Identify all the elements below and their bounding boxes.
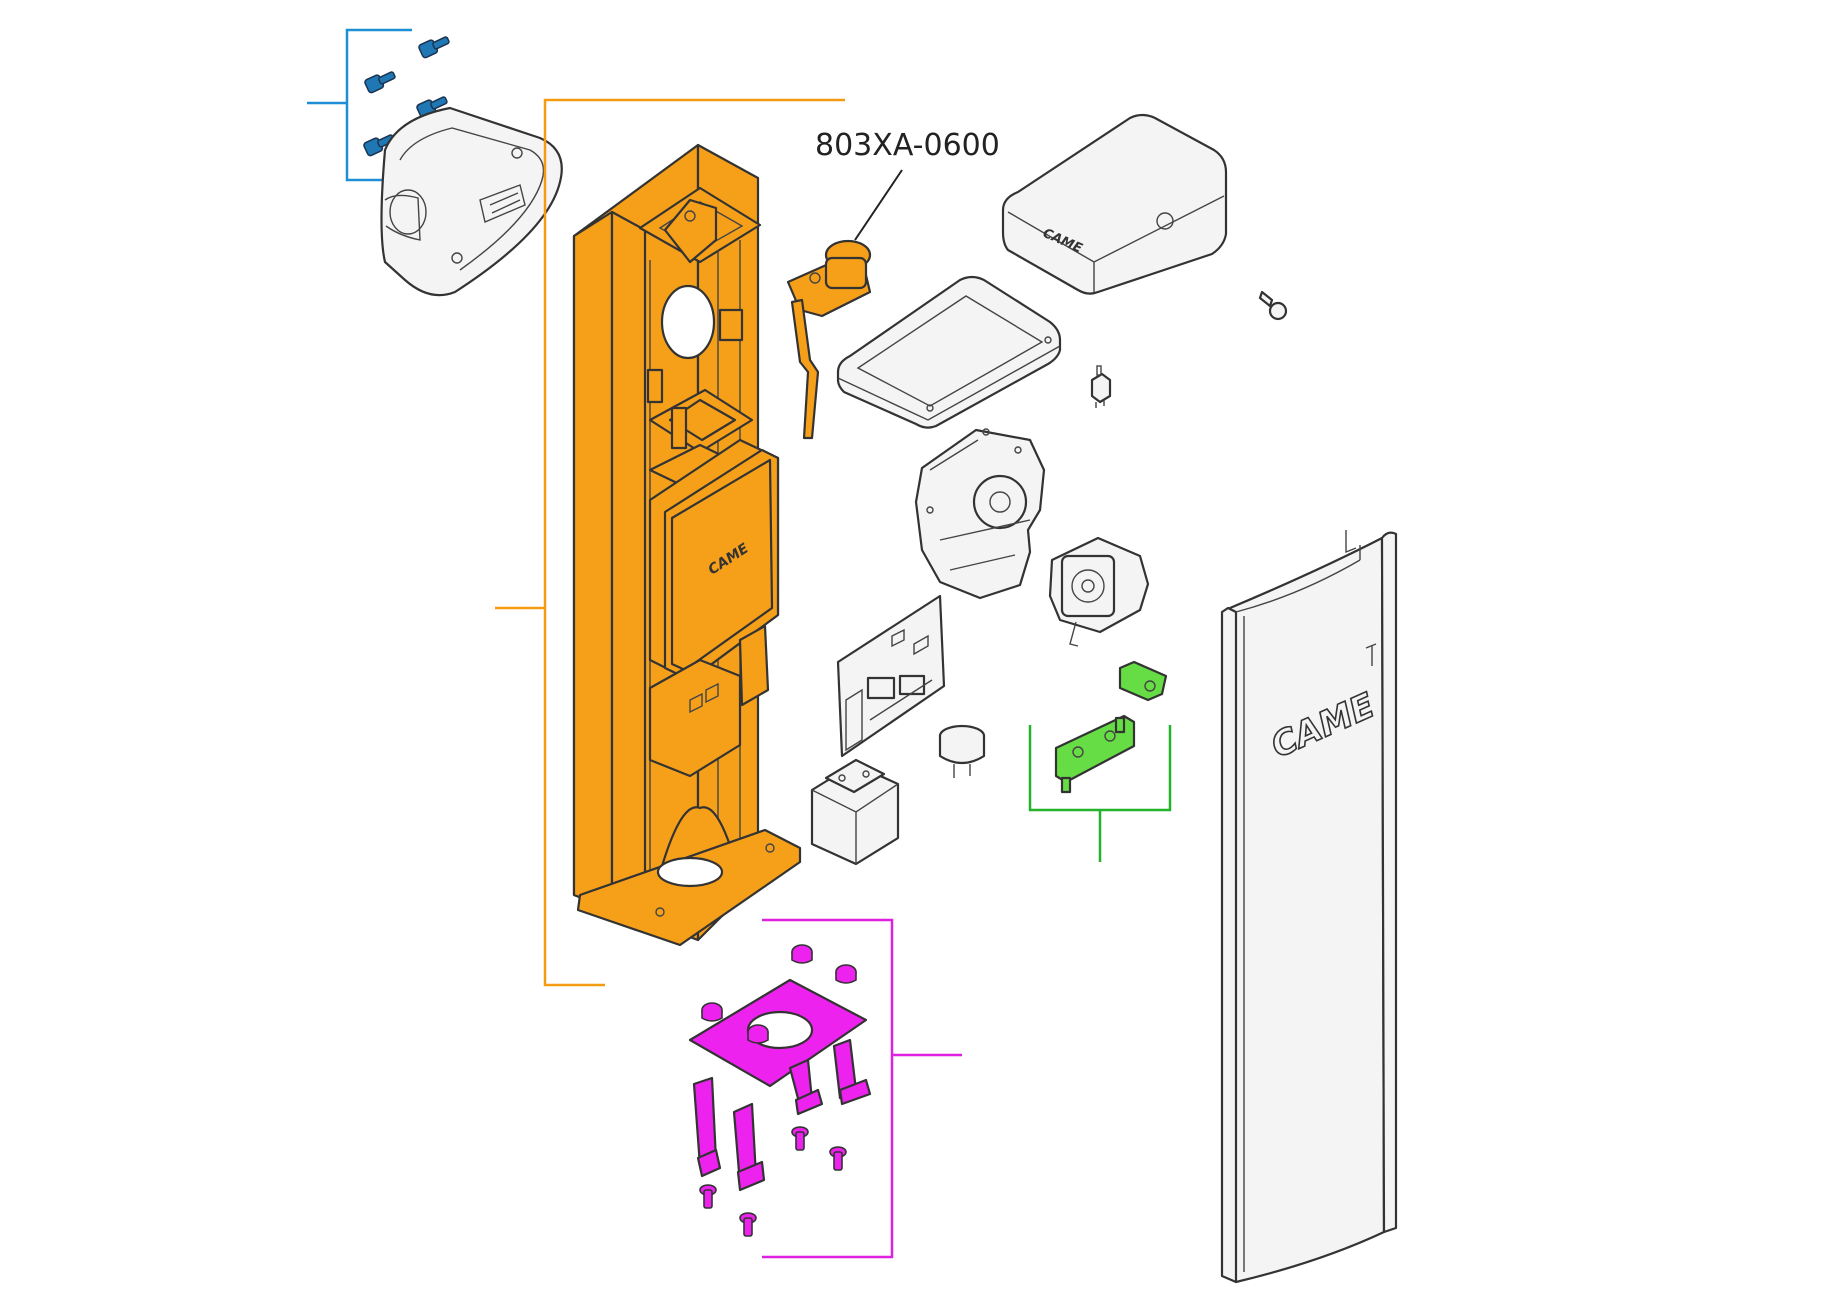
upright-group: CAME (495, 98, 845, 987)
top-cap (380, 106, 563, 297)
cover-seal-frame (836, 275, 1062, 429)
bolt-icon (791, 1126, 809, 1151)
key-icon (1258, 290, 1288, 321)
release-cam (1118, 660, 1168, 702)
base-plate-group (688, 918, 962, 1259)
front-panel: CAME (1220, 530, 1398, 1284)
anchor-leg (832, 1038, 872, 1106)
nut-icon (791, 944, 813, 964)
control-board (836, 594, 946, 758)
bolt-icon (739, 1212, 757, 1237)
base-plate-group-bracket (762, 918, 962, 1259)
release-group (1028, 660, 1172, 862)
nut-icon (701, 1002, 723, 1022)
part-number-label: 803XA-0600 (815, 128, 1000, 163)
anchor-leg (788, 1058, 824, 1116)
anchor-leg (732, 1102, 766, 1192)
release-plate (1054, 714, 1136, 794)
transformer (810, 758, 900, 866)
anchor-leg (692, 1076, 722, 1178)
bolt-icon (829, 1146, 847, 1171)
screw-icon (418, 36, 450, 59)
upright-group-bracket (495, 98, 845, 987)
gearmotor (914, 428, 1046, 600)
release-mechanism (786, 239, 872, 440)
nut-icon (747, 1024, 769, 1044)
screws-group-bracket (307, 28, 412, 182)
part-number-leader (854, 169, 903, 241)
screws-group (307, 28, 450, 182)
electric-motor (1048, 536, 1150, 647)
release-group-bracket (1028, 725, 1172, 862)
microswitch (1090, 365, 1112, 408)
bolt-icon (699, 1184, 717, 1209)
control-box: CAME (648, 438, 780, 682)
barrier-upright: CAME (572, 143, 802, 947)
release-lever-part: 803XA-0600 (786, 128, 1000, 440)
screw-icon (364, 71, 396, 94)
nut-icon (835, 964, 857, 984)
cabinet-cover-box: CAME (1001, 113, 1228, 295)
capacitor (938, 724, 986, 778)
